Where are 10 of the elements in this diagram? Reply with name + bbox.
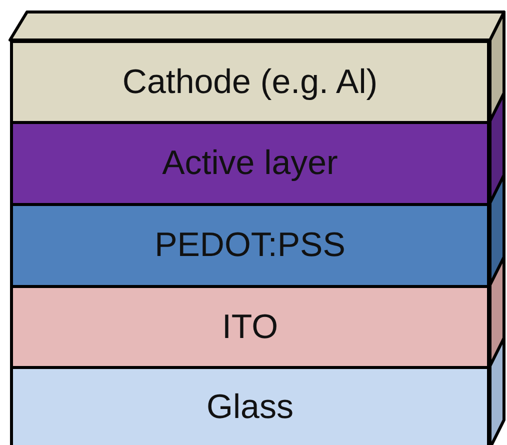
layer-label: Cathode (e.g. Al) xyxy=(122,62,378,102)
layer-box xyxy=(10,40,490,124)
layer-label: PEDOT:PSS xyxy=(154,226,346,265)
layer-label: Active layer xyxy=(162,144,338,183)
layer-label: ITO xyxy=(222,308,278,346)
layer-box xyxy=(10,366,490,445)
layer-box xyxy=(10,285,490,369)
layer-box xyxy=(10,121,490,206)
layer-label: Glass xyxy=(206,388,294,426)
layer-box xyxy=(10,203,490,288)
